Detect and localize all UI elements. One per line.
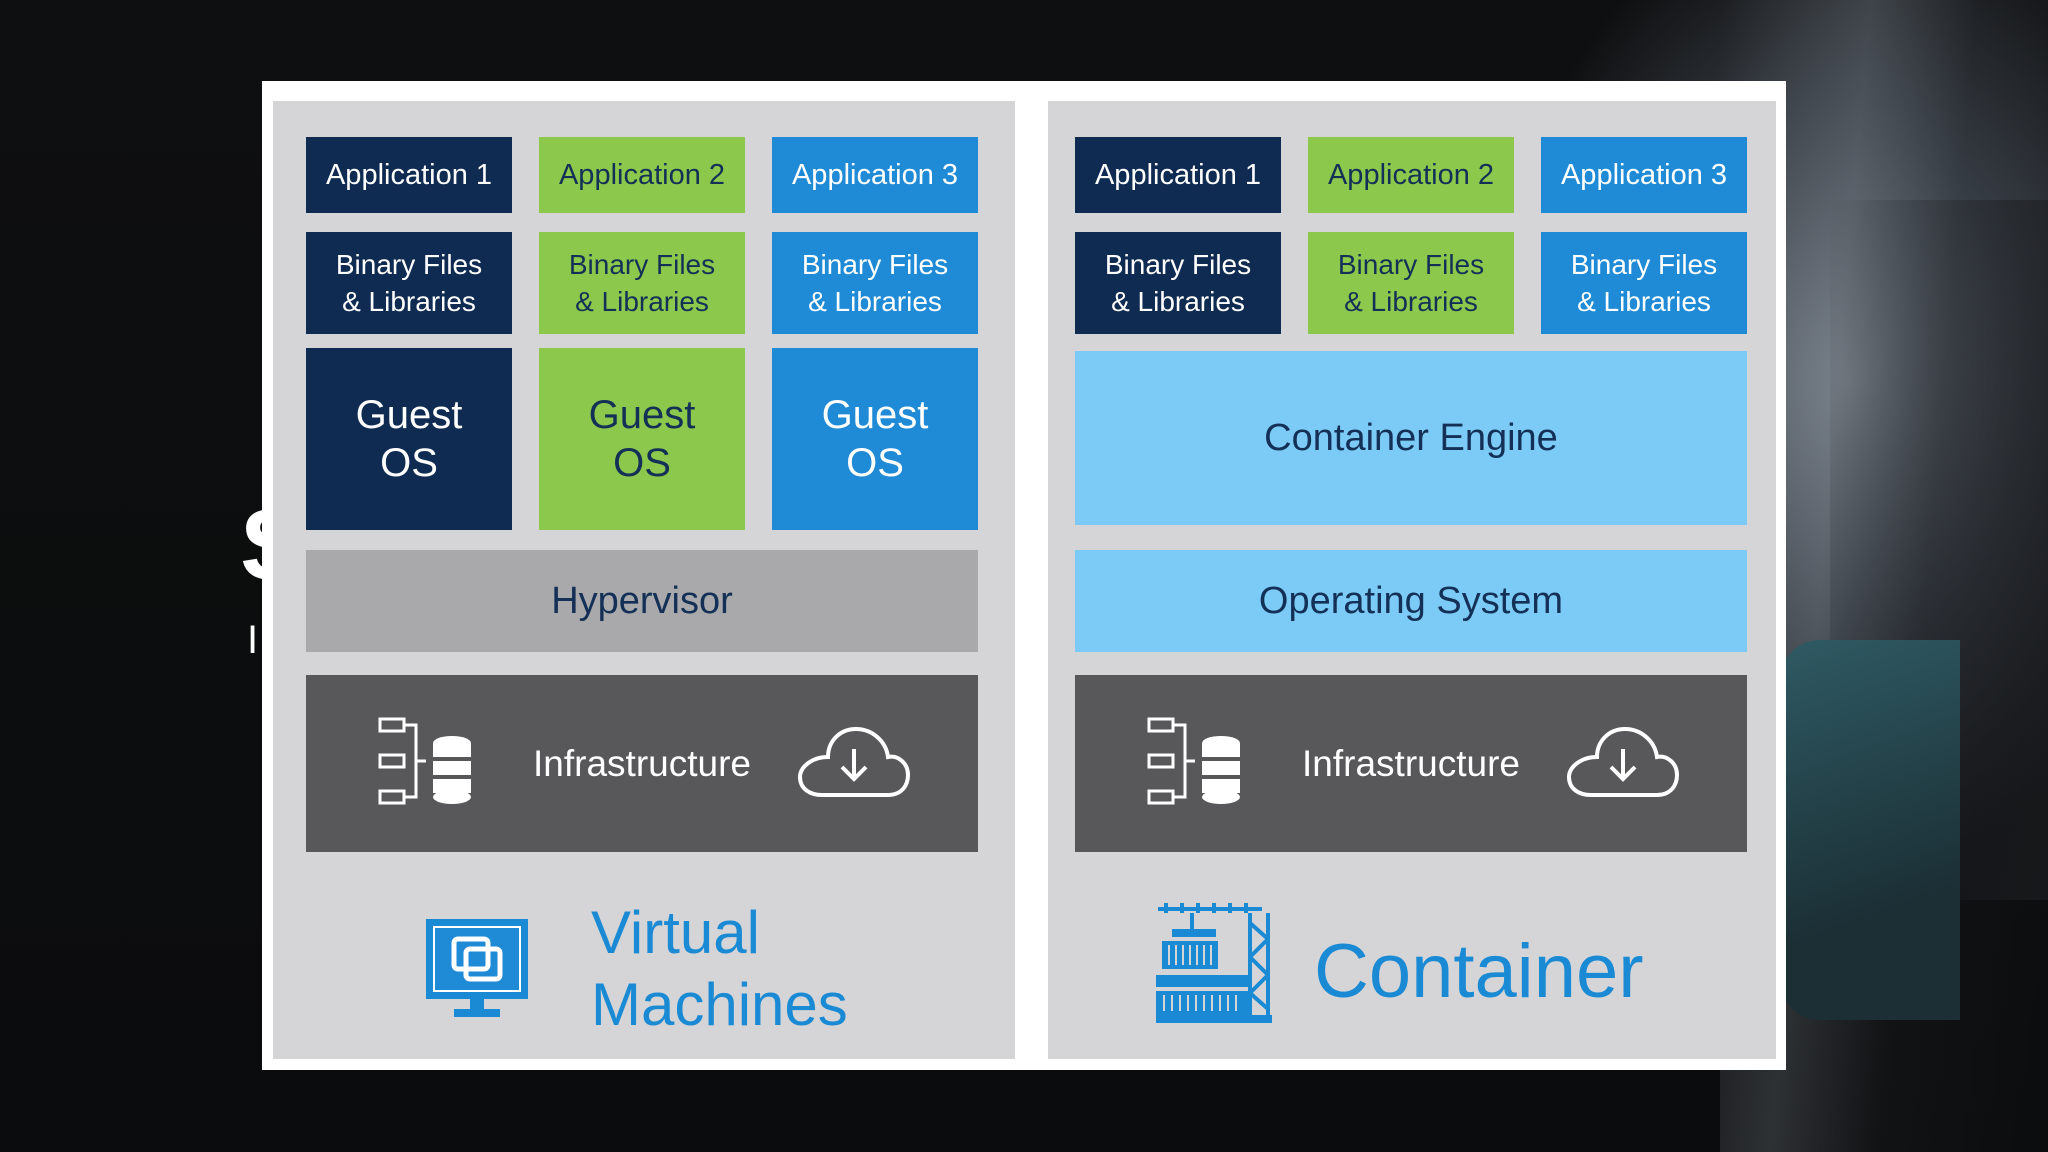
infrastructure-label: Infrastructure: [1302, 742, 1520, 784]
container-binaries-1: Binary Files & Libraries: [1075, 232, 1281, 334]
guest-os-line1: Guest: [821, 393, 929, 437]
hypervisor-layer: Hypervisor: [306, 550, 978, 652]
binaries-line2: & Libraries: [575, 286, 709, 317]
container-engine-layer: Container Engine: [1075, 351, 1747, 525]
vm-binaries-1: Binary Files & Libraries: [306, 232, 512, 334]
cloud-download-icon: [798, 727, 910, 797]
vm-infrastructure-layer: Infrastructure: [306, 675, 978, 852]
container-application-3: Application 3: [1541, 137, 1747, 213]
binaries-line1: Binary Files: [335, 249, 483, 280]
guest-os-line2: OS: [846, 441, 904, 485]
container-application-2: Application 2: [1308, 137, 1514, 213]
server-database-icon: [1147, 717, 1240, 805]
binaries-line2: & Libraries: [1111, 286, 1245, 317]
binaries-line1: Binary Files: [568, 249, 716, 280]
guest-os-line1: Guest: [355, 393, 463, 437]
container-panel: Application 1 Application 2 Application …: [1048, 101, 1776, 1059]
guest-os-line2: OS: [613, 441, 671, 485]
infrastructure-label: Infrastructure: [533, 742, 751, 784]
caption-line1: Virtual: [591, 899, 760, 966]
container-crane-icon: [1156, 903, 1272, 1023]
virtual-machine-monitor-icon: [426, 919, 528, 1017]
operating-system-layer: Operating System: [1075, 550, 1747, 652]
container-application-1: Application 1: [1075, 137, 1281, 213]
server-database-icon: [378, 717, 471, 805]
binaries-line1: Binary Files: [1104, 249, 1252, 280]
virtual-machines-panel: Application 1 Application 2 Application …: [273, 101, 1015, 1059]
background-subtext-fragment: I: [247, 618, 259, 662]
binaries-line2: & Libraries: [342, 286, 476, 317]
comparison-diagram: Application 1 Application 2 Application …: [262, 81, 1786, 1070]
binaries-line2: & Libraries: [808, 286, 942, 317]
binaries-line2: & Libraries: [1577, 286, 1711, 317]
binaries-line1: Binary Files: [1337, 249, 1485, 280]
container-binaries-2: Binary Files & Libraries: [1308, 232, 1514, 334]
vm-application-2: Application 2: [539, 137, 745, 213]
vm-binaries-3: Binary Files & Libraries: [772, 232, 978, 334]
caption-line2: Machines: [591, 971, 848, 1038]
virtual-machines-caption: Virtual Machines: [591, 897, 848, 1041]
binaries-line1: Binary Files: [801, 249, 949, 280]
binaries-line2: & Libraries: [1344, 286, 1478, 317]
vm-guest-os-1: Guest OS: [306, 348, 512, 530]
container-infrastructure-layer: Infrastructure: [1075, 675, 1747, 852]
vm-application-3: Application 3: [772, 137, 978, 213]
binaries-line1: Binary Files: [1570, 249, 1718, 280]
vm-guest-os-3: Guest OS: [772, 348, 978, 530]
container-binaries-3: Binary Files & Libraries: [1541, 232, 1747, 334]
vm-application-1: Application 1: [306, 137, 512, 213]
vm-binaries-2: Binary Files & Libraries: [539, 232, 745, 334]
cloud-download-icon: [1567, 727, 1679, 797]
guest-os-line2: OS: [380, 441, 438, 485]
container-caption: Container: [1314, 929, 1644, 1014]
guest-os-line1: Guest: [588, 393, 696, 437]
vm-guest-os-2: Guest OS: [539, 348, 745, 530]
background-sleeve: [1780, 640, 1960, 1020]
